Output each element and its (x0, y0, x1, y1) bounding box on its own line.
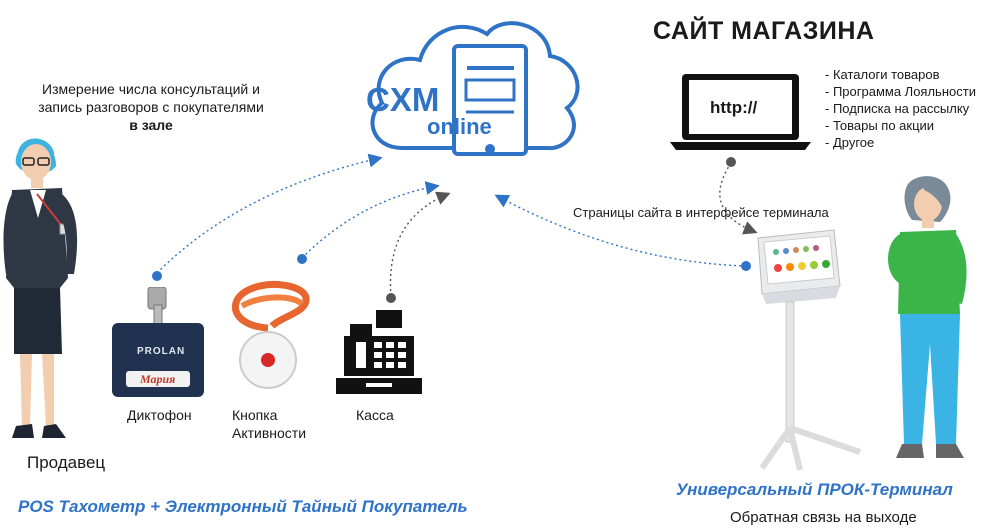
bottom-left-caption: POS Тахометр + Электронный Тайный Покупа… (18, 497, 468, 516)
cash-register-icon (336, 310, 422, 394)
left-caption-line1: Измерение числа консультаций и (42, 81, 260, 97)
site-title: САЙТ МАГАЗИНА (653, 17, 875, 45)
activity-button-label: Кнопка Активности (232, 406, 306, 442)
terminal-kiosk-icon (757, 229, 861, 471)
list-item: Подписка на рассылку (825, 100, 976, 117)
bottom-right-caption: Универсальный ПРОК-Терминал (676, 480, 953, 499)
dot-register (386, 293, 396, 303)
list-item: Каталоги товаров (825, 66, 976, 83)
bottom-right-subcaption: Обратная связь на выходе (730, 509, 917, 526)
activity-button-icon (231, 280, 310, 389)
activity-button-label-line1: Кнопка (232, 407, 278, 423)
seller-figure (3, 138, 78, 438)
site-url: http:// (710, 98, 758, 117)
arrow-recorder (156, 153, 383, 274)
arrow-terminal (494, 194, 747, 267)
seller-label: Продавец (27, 453, 106, 472)
site-features: Каталоги товаров Программа Лояльности По… (825, 66, 976, 151)
dot-terminal (741, 261, 751, 271)
badge-name: Мария (140, 372, 176, 386)
recorder-icon (112, 287, 204, 397)
terminal-link-label: Страницы сайта в интерфейсе терминала (573, 205, 829, 220)
left-caption-line2: запись разговоров с покупателями (38, 99, 264, 115)
register-label: Касса (356, 407, 394, 423)
cloud-subtitle: online (427, 114, 492, 139)
arrow-site-terminal (719, 162, 758, 235)
cloud-icon (370, 21, 580, 156)
arrow-button (301, 181, 440, 259)
arrow-register (389, 191, 451, 297)
badge-brand: PROLAN (137, 346, 186, 357)
customer-figure (888, 176, 967, 458)
left-caption: Измерение числа консультаций и запись ра… (0, 80, 302, 134)
left-caption-line3: в зале (129, 117, 173, 133)
dot-button (297, 254, 307, 264)
dot-site (726, 157, 736, 167)
list-item: Товары по акции (825, 117, 976, 134)
activity-button-label-line2: Активности (232, 425, 307, 441)
list-item: Другое (825, 134, 976, 151)
dot-recorder (152, 271, 162, 281)
laptop-icon (670, 74, 811, 150)
recorder-label: Диктофон (127, 407, 192, 423)
list-item: Программа Лояльности (825, 83, 976, 100)
cloud-title: CXM (366, 81, 440, 118)
